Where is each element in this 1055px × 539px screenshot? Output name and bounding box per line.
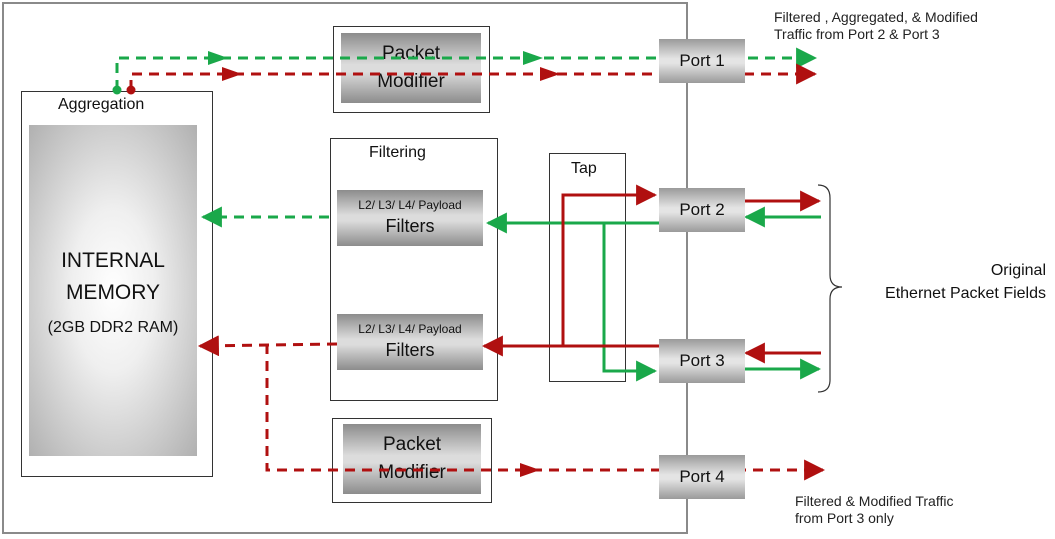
filter-bottom-small: L2/ L3/ L4/ Payload [358, 322, 462, 336]
packet-modifier-bottom-line2: Modifier [378, 462, 446, 483]
tap-green-to-port3-arrow [602, 223, 658, 382]
filter-top-big: Filters [385, 216, 435, 236]
tap-title: Tap [571, 160, 597, 177]
internal-memory-block: INTERNAL MEMORY (2GB DDR2 RAM) [29, 125, 197, 456]
filter-bottom-big: Filters [385, 340, 435, 360]
note-bottom-line1: Filtered & Modified Traffic [795, 493, 954, 509]
note-top-line2: Traffic from Port 2 & Port 3 [774, 26, 940, 42]
note-right: Original Ethernet Packet Fields [846, 259, 1046, 305]
packet-modifier-top: Packet Modifier [341, 33, 481, 103]
note-right-line1: Original [990, 262, 1046, 279]
port-4: Port 4 [659, 455, 745, 499]
packet-modifier-top-line2: Modifier [377, 71, 445, 92]
filter-top: L2/ L3/ L4/ Payload Filters [337, 190, 483, 246]
port-1: Port 1 [659, 39, 745, 83]
tap-red-to-port2-arrow [561, 184, 658, 346]
port-3: Port 3 [659, 339, 745, 383]
port4-red-path [265, 344, 826, 481]
memory-label-line3: (2GB DDR2 RAM) [47, 318, 179, 336]
filter-bottom: L2/ L3/ L4/ Payload Filters [337, 314, 483, 370]
note-right-line2: Ethernet Packet Fields [885, 285, 1046, 302]
original-fields-brace [817, 184, 843, 393]
memory-label-line2: MEMORY [65, 280, 161, 304]
note-top: Filtered , Aggregated, & Modified Traffi… [774, 9, 978, 43]
filtering-title: Filtering [369, 144, 426, 161]
aggregation-title: Aggregation [58, 96, 145, 113]
port-2: Port 2 [659, 188, 745, 232]
filter-top-small: L2/ L3/ L4/ Payload [358, 198, 462, 212]
packet-modifier-bottom: Packet Modifier [343, 424, 481, 494]
note-bottom: Filtered & Modified Traffic from Port 3 … [795, 493, 953, 527]
note-top-line1: Filtered , Aggregated, & Modified [774, 9, 978, 25]
aggregated-green-path [112, 47, 818, 95]
aggregated-red-path [126, 63, 818, 95]
memory-label-line1: INTERNAL [61, 248, 165, 272]
note-bottom-line2: from Port 3 only [795, 510, 894, 526]
packet-modifier-bottom-line1: Packet [382, 434, 442, 455]
